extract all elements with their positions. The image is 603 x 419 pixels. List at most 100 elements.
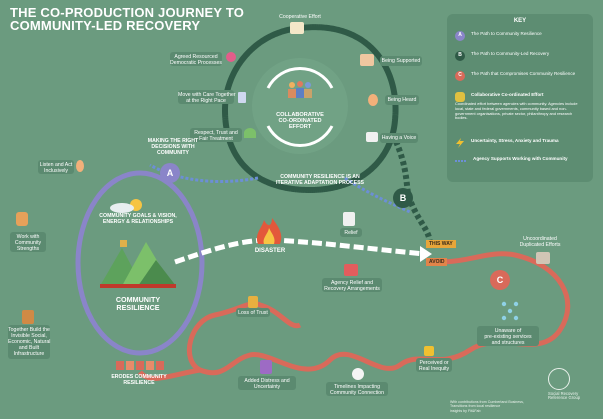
key-row-a-label: The Path to Community Resilience — [471, 31, 542, 36]
collab-arrows — [266, 66, 334, 89]
box-agreed — [170, 52, 222, 66]
ear-icon-2 — [76, 160, 84, 172]
path-c-tail — [138, 367, 201, 381]
box-move-with-care — [178, 90, 234, 104]
box-loss-trust — [236, 308, 270, 317]
label-move-with-care: Move with Care Together at the Right Pac… — [178, 92, 236, 104]
box-work-with — [10, 232, 46, 252]
hands-icon — [455, 92, 465, 102]
sun-cloud-icon — [108, 196, 148, 214]
seedling-icon — [244, 128, 256, 138]
label-being-supported: Being Supported — [381, 58, 421, 64]
support-hands-icon — [360, 54, 374, 66]
label-making-decisions: MAKING THE RIGHT DECISIONS WITH COMMUNIT… — [147, 138, 199, 156]
agency-line — [149, 163, 259, 183]
key-panel: KEY A The Path to Community Resilience B… — [447, 14, 593, 182]
label-erodes: ERODES COMMUNITY RESILIENCE — [111, 374, 167, 386]
letter-a-badge: A — [160, 163, 180, 183]
key-a-icon: A — [455, 31, 465, 41]
sign-this-way: THIS WAY — [426, 240, 456, 248]
letter-c-badge: C — [490, 270, 510, 290]
title-line-2: COMMUNITY-LED RECOVERY — [10, 18, 201, 33]
label-uncoordinated: Uncoordinated Duplicated Efforts — [519, 236, 561, 248]
label-disaster: DISASTER — [254, 248, 286, 254]
box-being-supported — [380, 56, 422, 66]
relief-bottle-icon — [343, 212, 355, 226]
agency-line-2 — [344, 176, 411, 214]
box-timelines — [326, 382, 388, 396]
collab-arrows-bottom — [266, 125, 334, 148]
label-timelines: Timelines Impacting Community Connection — [330, 384, 384, 396]
label-collab-center: COLLABORATIVE CO-ORDINATED EFFORT — [276, 112, 324, 130]
box-listen-act — [38, 160, 74, 174]
key-row-a: A The Path to Community Resilience — [455, 31, 542, 41]
box-added-distress — [238, 376, 296, 390]
box-having-voice — [380, 133, 418, 143]
hand-fist-icon — [16, 212, 28, 226]
label-unaware: Unaware of pre-existing services and str… — [484, 328, 532, 346]
box-together-build — [8, 325, 50, 359]
key-row-c-label: The Path that Compromises Community Resi… — [471, 71, 576, 76]
label-respect: Respect, Trust and Fair Treatment — [194, 130, 238, 142]
network-icon — [500, 300, 520, 322]
key-row-uncertainty: Uncertainty, Stress, Anxiety and Trauma — [455, 138, 559, 148]
box-unaware — [477, 326, 539, 346]
community-mountains-icon — [100, 236, 176, 288]
footer-contributions: With contributions from Cumberland Busin… — [450, 400, 524, 413]
label-together-build: Together Build the Invisible Social, Eco… — [8, 327, 51, 357]
key-c-icon: C — [455, 71, 465, 81]
label-loss-trust: Loss of Trust — [238, 310, 268, 316]
key-row-agency: Agency Supports Working with Community — [455, 156, 568, 166]
clock-icon — [352, 368, 364, 380]
title-line-1: THE CO-PRODUCTION JOURNEY TO — [10, 5, 245, 20]
letter-b-badge: B — [393, 188, 413, 208]
label-listen-act: Listen and Act Inclusively — [39, 162, 73, 174]
key-row-agency-label: Agency Supports Working with Community — [473, 156, 568, 161]
fire-icon — [254, 216, 284, 244]
collab-inner-circle — [252, 58, 348, 154]
white-arrow-head — [420, 246, 432, 262]
building-icon — [344, 264, 358, 276]
box-relief — [340, 228, 362, 237]
white-path — [174, 237, 426, 265]
meeting-icon — [290, 22, 304, 34]
eroded-houses-icon — [116, 356, 164, 370]
box-respect — [190, 128, 242, 142]
lightning-icon — [455, 138, 465, 148]
box-being-heard — [385, 95, 419, 105]
path-a-loop — [75, 170, 205, 356]
footer-org: Social Recovery Reference Group — [548, 391, 581, 401]
label-relief: Relief — [344, 230, 358, 236]
box-agency-relief — [322, 278, 382, 292]
dashed-line-icon — [455, 156, 467, 166]
key-row-uncertainty-label: Uncertainty, Stress, Anxiety and Trauma — [471, 138, 559, 143]
page-title: THE CO-PRODUCTION JOURNEY TO COMMUNITY-L… — [10, 6, 244, 32]
key-row-b: B The Path to Community-Led Recovery — [455, 51, 549, 61]
broken-lock-icon — [248, 296, 258, 308]
key-heading: KEY — [513, 18, 527, 24]
org-logo-icon — [548, 368, 570, 390]
path-c-wiggle — [186, 251, 571, 376]
scales-icon — [424, 346, 434, 356]
label-having-voice: Having a Voice — [381, 135, 417, 141]
key-row-c: C The Path that Compromises Community Re… — [455, 71, 575, 81]
ear-icon — [368, 94, 378, 106]
label-goals-vision: COMMUNITY GOALS & VISION, ENERGY & RELAT… — [99, 213, 177, 225]
hammer-icon — [22, 310, 34, 324]
sign-avoid: AVOID — [426, 258, 448, 266]
key-row-text-label: Coordinated effort between agencies with… — [455, 101, 578, 121]
label-agency-relief: Agency Relief and Recovery Arrangements — [324, 280, 380, 292]
people-group-icon — [286, 80, 314, 98]
box-perceived — [416, 358, 452, 372]
heart-icon — [226, 52, 236, 62]
key-row-b-label: The Path to Community-Led Recovery — [471, 51, 550, 56]
key-row-text: Coordinated effort between agencies with… — [455, 101, 585, 121]
path-b-loop — [221, 24, 399, 194]
label-cooperative-effort: Cooperative Effort — [279, 14, 321, 20]
label-community-resilience: COMMUNITY RESILIENCE — [115, 295, 161, 312]
megaphone-icon — [366, 132, 378, 142]
label-resilience-iterative: COMMUNITY RESILIENCE IS AN ITERATIVE ADA… — [276, 174, 364, 186]
distress-figure-icon — [260, 360, 272, 374]
